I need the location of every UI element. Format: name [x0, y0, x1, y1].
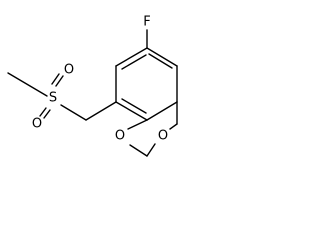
- atom-ring-oxygen-right-label: O: [158, 129, 168, 144]
- bond-c1-c2-inner: [148, 53, 173, 69]
- bond-s-otop-b: [51, 73, 60, 85]
- bond-c6-c1: [115, 47, 148, 67]
- bond-s-otop-a: [55, 75, 64, 87]
- bond-c4-c5-inner: [121, 98, 147, 114]
- bond-s-obottom-a: [39, 107, 47, 117]
- bond-ch2-oleft: [129, 144, 148, 157]
- atom-ring-oxygen-left-label: O: [115, 129, 125, 144]
- bond-ch2-s: [60, 104, 87, 121]
- chemical-structure: F S O O O O: [7, 15, 178, 157]
- bond-ch2-oright: [169, 123, 178, 130]
- atom-sulfur-label: S: [49, 91, 57, 106]
- bond-c5-ch2: [85, 101, 117, 121]
- atom-sulfonyl-oxygen-top-label: O: [64, 63, 74, 78]
- bond-oleft-c4: [127, 119, 148, 130]
- bond-s-methyl: [7, 72, 48, 97]
- bond-c1-c2: [146, 47, 178, 67]
- atom-sulfonyl-oxygen-bottom-label: O: [32, 117, 42, 132]
- bond-c4-c5: [115, 101, 148, 121]
- bond-s-obottom-b: [43, 109, 51, 119]
- bond-c3-c4: [146, 101, 178, 121]
- bond-c6-c1-inner: [121, 54, 147, 70]
- atom-fluorine-label: F: [143, 15, 150, 30]
- bond-oright-ch2: [146, 143, 156, 157]
